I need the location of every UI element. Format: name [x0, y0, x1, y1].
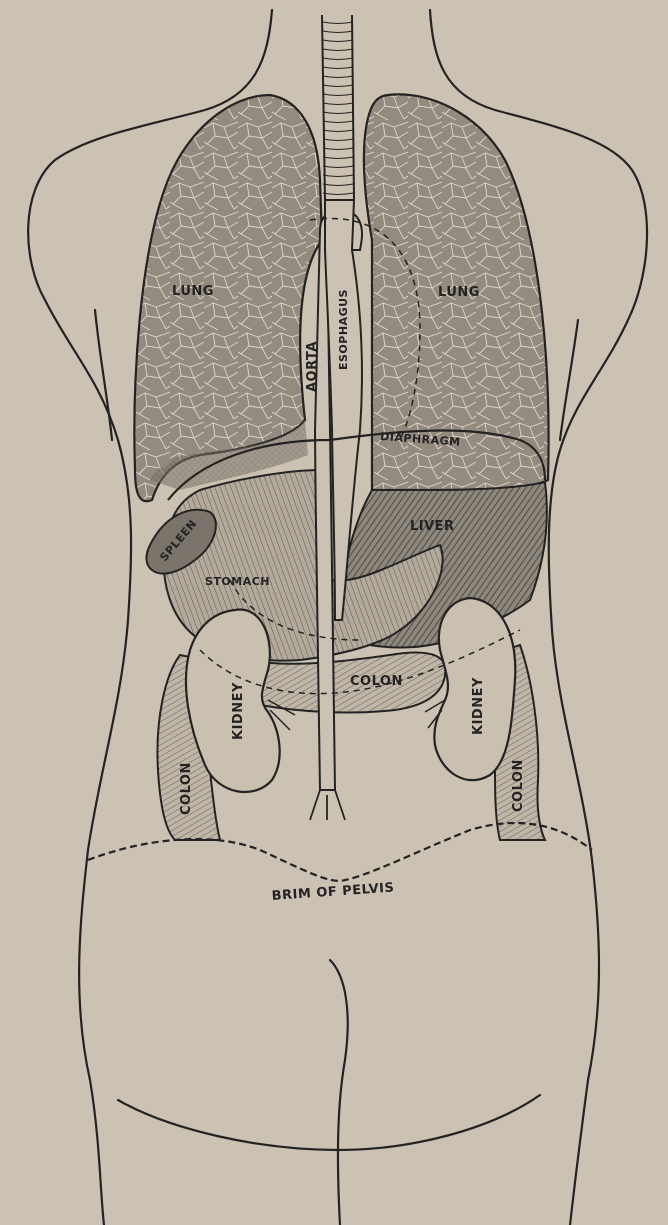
left-arm-inner — [95, 310, 112, 440]
trachea-ring — [323, 49, 353, 51]
label-esophagus: ESOPHAGUS — [337, 289, 350, 370]
label-lung-left: LUNG — [172, 284, 214, 299]
trachea-ring — [323, 139, 353, 141]
aortic-bifurcation — [310, 790, 345, 820]
label-colon-left: COLON — [179, 762, 194, 815]
label-kidney-left: KIDNEY — [231, 682, 246, 740]
trachea-ring — [323, 85, 353, 87]
trachea-ring — [323, 31, 353, 33]
left-buttock-fold — [118, 1100, 338, 1150]
gluteal-cleft — [330, 960, 348, 1225]
trachea-ring — [323, 193, 353, 195]
trachea-ring — [323, 175, 353, 177]
trachea-ring — [323, 103, 353, 105]
transverse-colon — [240, 652, 445, 712]
trachea-ring — [323, 121, 353, 123]
trachea-ring — [323, 184, 353, 186]
label-lung-right: LUNG — [438, 285, 480, 300]
label-colon-right: COLON — [511, 759, 526, 812]
trachea-ring — [323, 94, 353, 96]
trachea-ring — [323, 148, 353, 150]
trachea — [322, 15, 354, 200]
right-arm-inner — [560, 320, 578, 440]
trachea-ring — [323, 112, 353, 114]
trachea-ring — [323, 22, 353, 24]
trachea-ring — [323, 76, 353, 78]
trachea-ring — [323, 166, 353, 168]
trachea-ring — [323, 58, 353, 60]
label-kidney-right: KIDNEY — [471, 677, 486, 735]
trachea-ring — [323, 67, 353, 69]
label-liver: LIVER — [410, 519, 455, 534]
label-stomach: STOMACH — [205, 575, 270, 588]
label-aorta: AORTA — [305, 341, 320, 392]
trachea-ring — [323, 130, 353, 132]
right-buttock-fold — [338, 1095, 540, 1150]
trachea-ring — [323, 157, 353, 159]
label-colon-transverse: COLON — [350, 674, 403, 689]
label-brim-of-pelvis: BRIM OF PELVIS — [271, 880, 395, 904]
trachea-ring — [323, 40, 353, 42]
